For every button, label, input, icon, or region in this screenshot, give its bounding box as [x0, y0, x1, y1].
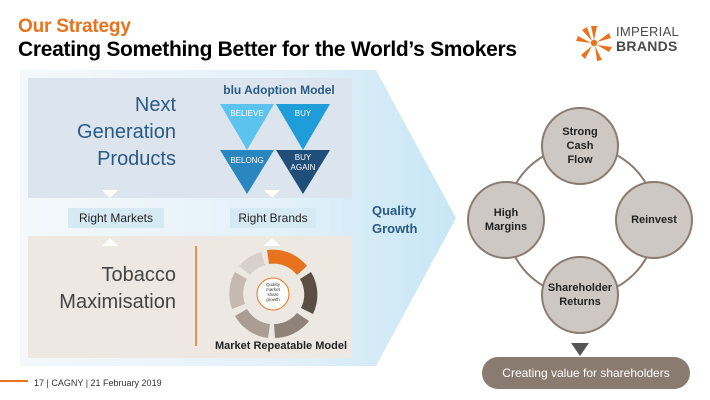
blu-step-buy-again: BUY AGAIN: [290, 153, 316, 172]
tobacco-maximisation-label: Tobacco Maximisation: [59, 264, 176, 313]
down-arrow-icon: [571, 343, 589, 356]
logo-wordmark-line2: BRANDS: [616, 38, 678, 54]
tobacco-panel: [28, 236, 352, 358]
blu-buy-again-triangle: [276, 150, 330, 194]
slide-footer: 17 | CAGNY | 21 February 2019: [34, 378, 162, 388]
right-markets-tag: Right Markets: [68, 208, 164, 228]
section-kicker: Our Strategy: [18, 16, 131, 37]
market-repeatable-model-title: Market Repeatable Model: [214, 340, 348, 352]
blu-step-buy: BUY: [294, 109, 312, 118]
cta-pill-bg: [482, 357, 690, 389]
reinvest-label: Reinvest: [631, 214, 677, 226]
sunburst-logo-icon: [576, 26, 612, 61]
quality-growth-label: Quality Growth: [372, 203, 418, 236]
blu-model-title: blu Adoption Model: [223, 83, 335, 97]
cycle-node-bottom: [541, 256, 619, 334]
right-brands-tag: Right Brands: [230, 208, 316, 228]
market-cycle-center-text: Quality market share growth: [265, 282, 280, 302]
cycle-node-right: [615, 181, 693, 259]
blu-step-believe: BELIEVE: [230, 109, 264, 118]
cycle-node-top: [541, 107, 619, 185]
market-cycle-icon: [229, 249, 318, 338]
high-margins-label: High Margins: [484, 207, 528, 233]
blu-belong-triangle: [220, 150, 274, 194]
ngp-label: Next Generation Products: [77, 94, 176, 170]
strong-cash-flow-label: Strong Cash Flow: [562, 126, 598, 166]
logo-wordmark-line1: IMPERIAL: [616, 24, 680, 39]
blu-step-belong: BELONG: [230, 156, 264, 165]
cycle-node-left: [467, 181, 545, 259]
shareholder-returns-label: Shareholder Returns: [547, 282, 613, 308]
page-title: Creating Something Better for the World’…: [18, 38, 517, 61]
blu-believe-triangle: [220, 104, 274, 150]
blu-buy-triangle: [276, 104, 330, 150]
creating-value-button: Creating value for shareholders: [502, 366, 670, 380]
